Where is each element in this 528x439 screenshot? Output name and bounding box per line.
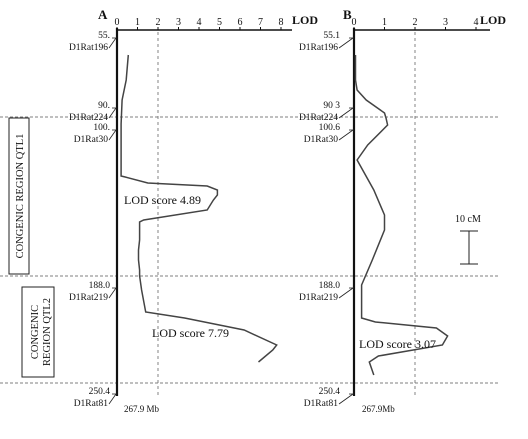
lod-tick-label-a-6: 6 — [238, 17, 243, 28]
scale-bar: 10 cM — [455, 214, 481, 265]
lod-tick-label-b-4: 4 — [474, 17, 479, 28]
mb-label-b: 267.9Mb — [362, 404, 395, 414]
marker-connector-a-2 — [108, 129, 117, 141]
marker-position-b-0: 55.1 — [323, 31, 340, 41]
lod-annotation-b-qtl2: LOD score 3.07 — [359, 337, 436, 351]
congenic-region-qtl2: CONGENIC REGION QTL2 — [21, 286, 55, 378]
marker-name-a-0: D1Rat196 — [69, 43, 108, 53]
marker-name-a-2: D1Rat30 — [74, 135, 109, 145]
mb-label-a: 267.9 Mb — [124, 404, 160, 414]
lod-tick-label-a-7: 7 — [258, 17, 263, 28]
marker-position-b-4: 250.4 — [319, 387, 341, 397]
lod-tick-label-a-5: 5 — [217, 17, 222, 28]
marker-position-a-3: 188.0 — [89, 281, 111, 291]
region-label-qtl2-line1: CONGENIC — [30, 305, 41, 359]
lod-tick-label-b-1: 1 — [382, 17, 387, 28]
marker-connector-b-4 — [338, 393, 354, 405]
lod-tick-label-b-3: 3 — [443, 17, 448, 28]
scale-bar-label: 10 cM — [455, 214, 481, 225]
lod-tick-label-a-0: 0 — [115, 17, 120, 28]
lod-curve-b — [354, 55, 449, 376]
marker-position-a-1: 90. — [98, 101, 110, 111]
lod-tick-label-a-3: 3 — [176, 17, 181, 28]
marker-connector-a-0 — [108, 37, 117, 49]
marker-position-a-2: 100. — [93, 123, 110, 133]
marker-connector-b-2 — [338, 129, 354, 141]
marker-connector-b-3 — [338, 287, 354, 299]
marker-name-a-4: D1Rat81 — [74, 399, 109, 409]
marker-connector-b-0 — [338, 37, 354, 49]
marker-name-a-3: D1Rat219 — [69, 293, 108, 303]
marker-connector-a-1 — [108, 107, 117, 119]
panel-letter-b: B — [343, 7, 352, 22]
lod-annotation-a-qtl2: LOD score 7.79 — [152, 326, 229, 340]
marker-name-b-0: D1Rat196 — [299, 43, 338, 53]
region-label-qtl1: CONGENIC REGION QTL1 — [15, 134, 26, 259]
lod-axis-title-a: LOD — [292, 13, 318, 27]
region-label-qtl2-line2: REGION QTL2 — [42, 298, 53, 366]
marker-name-b-4: D1Rat81 — [304, 399, 339, 409]
lod-ticks-b: 0 1 2 3 4 — [352, 17, 479, 30]
lod-tick-label-b-0: 0 — [352, 17, 357, 28]
marker-name-b-1: D1Rat224 — [299, 113, 338, 123]
marker-connector-a-4 — [108, 393, 117, 405]
marker-position-a-0: 55. — [98, 31, 110, 41]
marker-name-b-3: D1Rat219 — [299, 293, 338, 303]
marker-position-b-2: 100.6 — [319, 123, 341, 133]
lod-ticks-a: 0 1 2 3 4 5 6 7 8 — [115, 17, 284, 30]
panel-letter-a: A — [98, 7, 108, 22]
lod-tick-label-a-8: 8 — [279, 17, 284, 28]
congenic-region-qtl1: CONGENIC REGION QTL1 — [8, 117, 30, 275]
marker-connector-a-3 — [108, 287, 117, 299]
marker-name-a-1: D1Rat224 — [69, 113, 108, 123]
lod-tick-label-b-2: 2 — [413, 17, 418, 28]
lod-axis-title-b: LOD — [480, 13, 506, 27]
marker-position-b-1: 90 3 — [323, 101, 340, 111]
marker-connector-b-1 — [338, 107, 354, 119]
marker-name-b-2: D1Rat30 — [304, 135, 339, 145]
lod-tick-label-a-1: 1 — [135, 17, 140, 28]
lod-tick-label-a-4: 4 — [197, 17, 202, 28]
lod-curve-a — [120, 54, 278, 363]
marker-position-a-4: 250.4 — [89, 387, 111, 397]
lod-tick-label-a-2: 2 — [156, 17, 161, 28]
marker-position-b-3: 188.0 — [319, 281, 341, 291]
lod-annotation-a-qtl1: LOD score 4.89 — [124, 193, 201, 207]
